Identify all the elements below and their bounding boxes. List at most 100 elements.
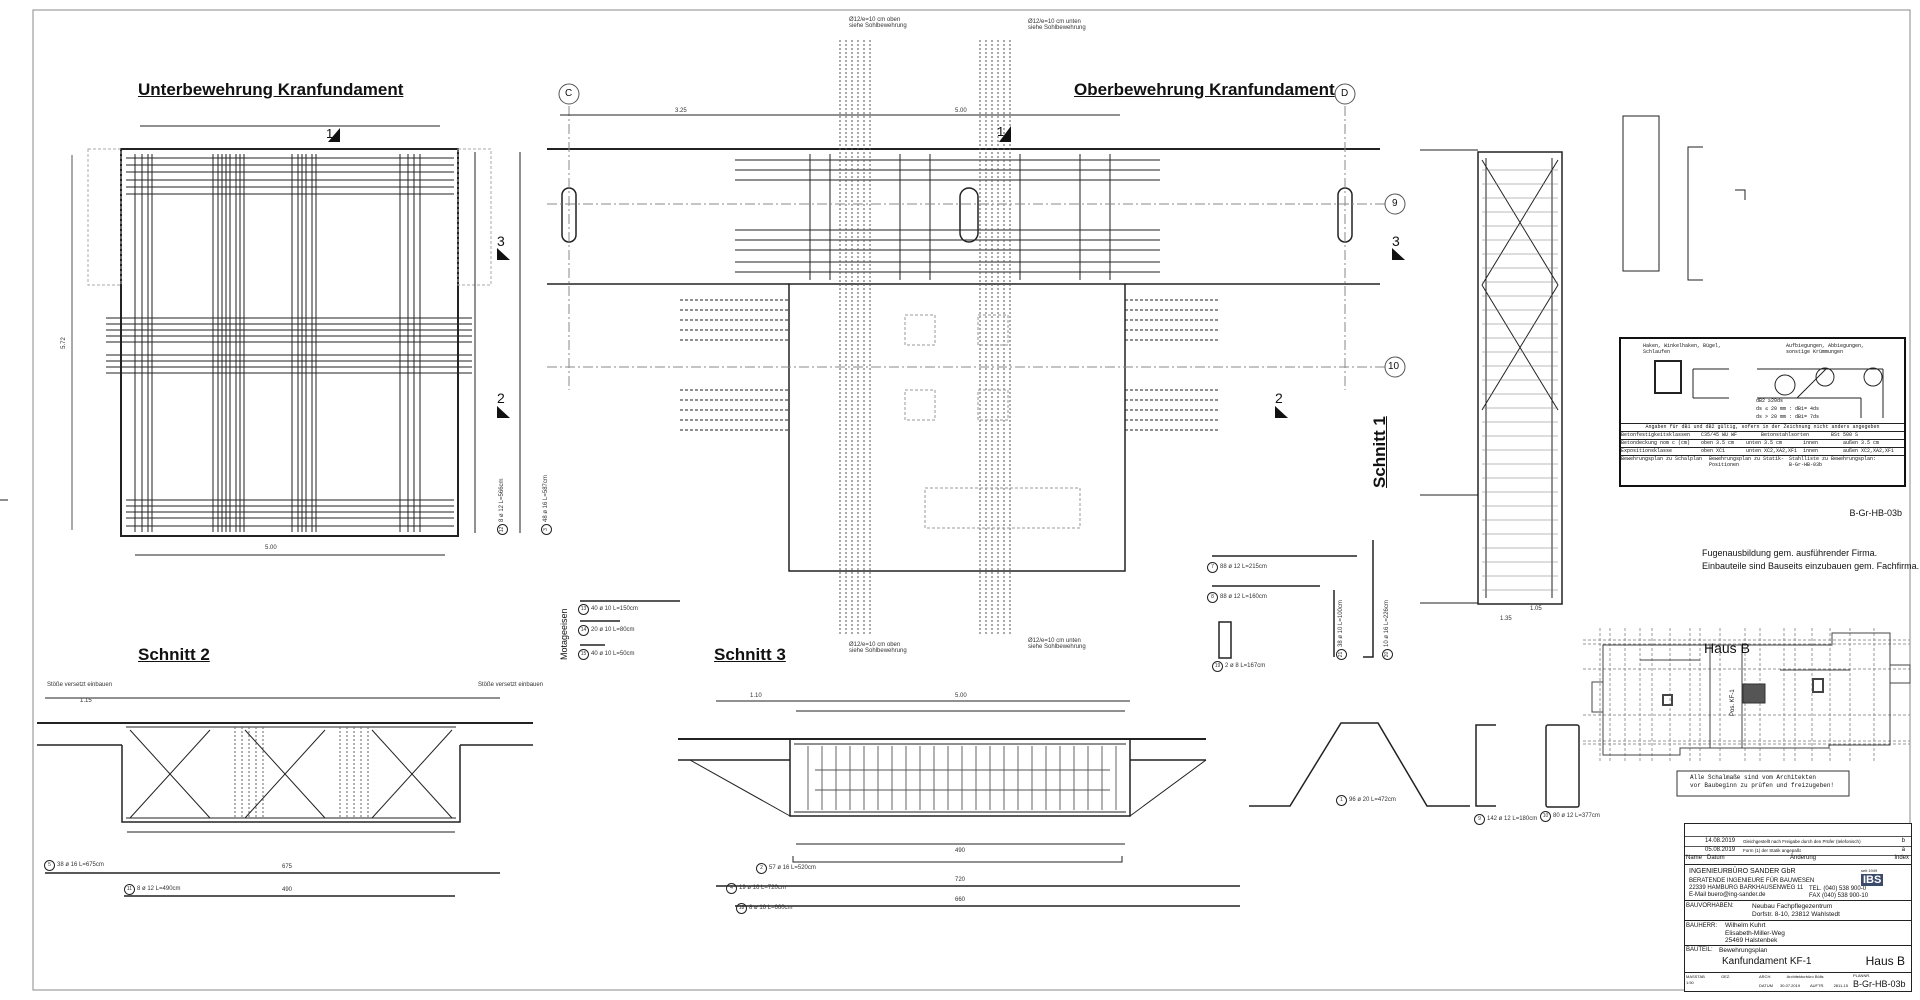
section-2-drawing xyxy=(37,697,533,897)
dim-s1-105: 1.05 xyxy=(1530,606,1542,612)
legend-hooks: Haken, Winkelhaken, Bügel, Schlaufen xyxy=(1643,343,1722,355)
revision-header-name: Name xyxy=(1686,855,1703,861)
section-mark-2: 2 xyxy=(497,390,505,406)
legend-cell: innen xyxy=(1803,448,1819,454)
dim-s3-660: 660 xyxy=(955,897,966,903)
rebar-line xyxy=(1481,284,1559,411)
section-3-drawing xyxy=(678,700,1240,907)
legend-cell: Bewehrungsplan zu Schalplan xyxy=(1621,456,1703,462)
bar-text-5: 38 ø 16 L=675cm xyxy=(57,862,104,868)
revision-index: b xyxy=(1901,838,1905,844)
order-field: AUFTR. 2811-15 xyxy=(1810,983,1848,988)
section-mark-2-ober: 2 xyxy=(1275,390,1283,406)
legend-cell: Expositionsklasse xyxy=(1621,448,1673,454)
client-line-3: 25469 Halstenbek xyxy=(1725,937,1778,944)
bar-text-13: 40 ø 10 L=150cm xyxy=(591,606,638,612)
bar-pos-9: 9 xyxy=(1474,814,1485,825)
company-sub: BERATENDE INGENIEURE FÜR BAUWESEN xyxy=(1689,878,1815,884)
part-type: Bewehrungsplan xyxy=(1719,947,1768,954)
bar-text-9: 142 ø 12 L=180cm xyxy=(1487,816,1538,822)
heading-oberbewehrung: Oberbewehrung Kranfundament xyxy=(1074,80,1335,99)
logo-since: seit 1949 xyxy=(1861,868,1878,873)
note-unten-line-1: Ø12/e=10 cm unten xyxy=(1028,19,1081,25)
note-oben-bottom-line-2: siehe Sohlbewehrung xyxy=(849,648,907,654)
plan-label: PLANNR. xyxy=(1853,973,1871,978)
bar-pos-2: 2 xyxy=(756,863,767,874)
dim-ober-top: 5.00 xyxy=(955,108,967,114)
legend-cell: Betonfestigkeitsklassen xyxy=(1621,432,1691,438)
legend-cell: Betondeckung nom c (cm) xyxy=(1621,440,1691,446)
bar-pos-20: 20 xyxy=(1382,649,1393,660)
section-markers xyxy=(328,126,1405,418)
revision-index: a xyxy=(1901,847,1905,853)
note-schalmasse-line-1: Alle Schalmaße sind vom Architekten xyxy=(1690,774,1817,781)
bar-label-12: 128 ø 12 L=566cm xyxy=(497,478,508,535)
plan-oberbewehrung xyxy=(547,40,1385,635)
bar-text-10: 80 ø 12 L=377cm xyxy=(1553,813,1600,819)
sheet-frame xyxy=(32,9,1911,991)
dim-s2-side: 1.15 xyxy=(80,698,92,704)
axis-c-marker xyxy=(558,83,580,105)
bar-text-1: 96 ø 20 L=472cm xyxy=(1349,797,1396,803)
bending-legend: Haken, Winkelhaken, Bügel, Schlaufen Auf… xyxy=(1619,337,1906,487)
scale-label: MASSTAB xyxy=(1686,974,1705,979)
dim-ober-left: 3.25 xyxy=(675,108,687,114)
bar-pos-5: 5 xyxy=(44,860,55,871)
note-oben-bottom-line-1: Ø12/e=10 cm oben xyxy=(849,642,901,648)
part-label: BAUTEIL: xyxy=(1686,947,1713,953)
bar-pos-21: 21 xyxy=(1336,649,1347,660)
plan-reference: B-Gr-HB-03b xyxy=(1849,508,1902,518)
company-name: INGENIEURBÜRO SANDER GbR xyxy=(1689,868,1796,875)
legend-cell: B-Gr-HB-03b xyxy=(1789,462,1823,468)
arch-label: ARCH. xyxy=(1759,974,1772,979)
revision-a: 05.08.2019 Form (1) der Statik angepaßt … xyxy=(1685,846,1911,856)
plan-number: B-Gr-HB-03b xyxy=(1853,979,1906,989)
note-unten-bottom-line-2: siehe Sohlbewehrung xyxy=(1028,644,1086,650)
haus-b-plan xyxy=(1583,628,1911,797)
scale-value: 1:50 xyxy=(1686,980,1694,985)
axis-10-marker xyxy=(1384,356,1406,378)
revision-header-change: Änderung xyxy=(1790,855,1817,861)
axis-9-marker xyxy=(1384,193,1406,215)
bar-text-20: 10 ø 16 L=226cm xyxy=(1384,600,1390,647)
axis-c-label: C xyxy=(565,88,573,99)
section-mark-1: 1 xyxy=(326,126,334,141)
company-fax: FAX (040) 538 900-10 xyxy=(1809,893,1869,899)
legend-cell: Betonstahlsorten xyxy=(1761,432,1810,438)
project-line-1: Neubau Fachpflegezentrum xyxy=(1752,903,1833,910)
client-line-1: Wilhelm Kuhrt xyxy=(1725,922,1766,929)
note-stoesse-left: Stöße versetzt einbauen xyxy=(47,682,113,688)
heading-schnitt-3: Schnitt 3 xyxy=(714,645,786,664)
bar-pos-3: 3 xyxy=(541,524,552,535)
company-logo: IBS xyxy=(1861,874,1884,886)
client-label: BAUHERR: xyxy=(1686,923,1718,929)
dim-s3-width: 5.00 xyxy=(955,693,967,699)
legend-cell: Stahlliste zu Bewehrungsplan: xyxy=(1789,456,1877,462)
bar-label-20: 20 10 ø 16 L=226cm xyxy=(1382,600,1393,660)
rebar-line xyxy=(129,729,211,819)
bar-text-12: 8 ø 12 L=566cm xyxy=(499,478,505,522)
legend-cell: BSt 500 S xyxy=(1831,432,1859,438)
date-value: 30.07.2019 xyxy=(1780,983,1801,988)
note-einbauteile: Einbauteile sind Bauseits einzubauen gem… xyxy=(1702,561,1920,571)
bar-pos-13: 13 xyxy=(578,604,589,615)
company-email: E-Mail buero@ing-sander.de xyxy=(1689,892,1766,898)
project-line-2: Dorfstr. 8-10, 23812 Wahlstedt xyxy=(1752,911,1840,918)
section-mark-3: 3 xyxy=(497,233,505,249)
